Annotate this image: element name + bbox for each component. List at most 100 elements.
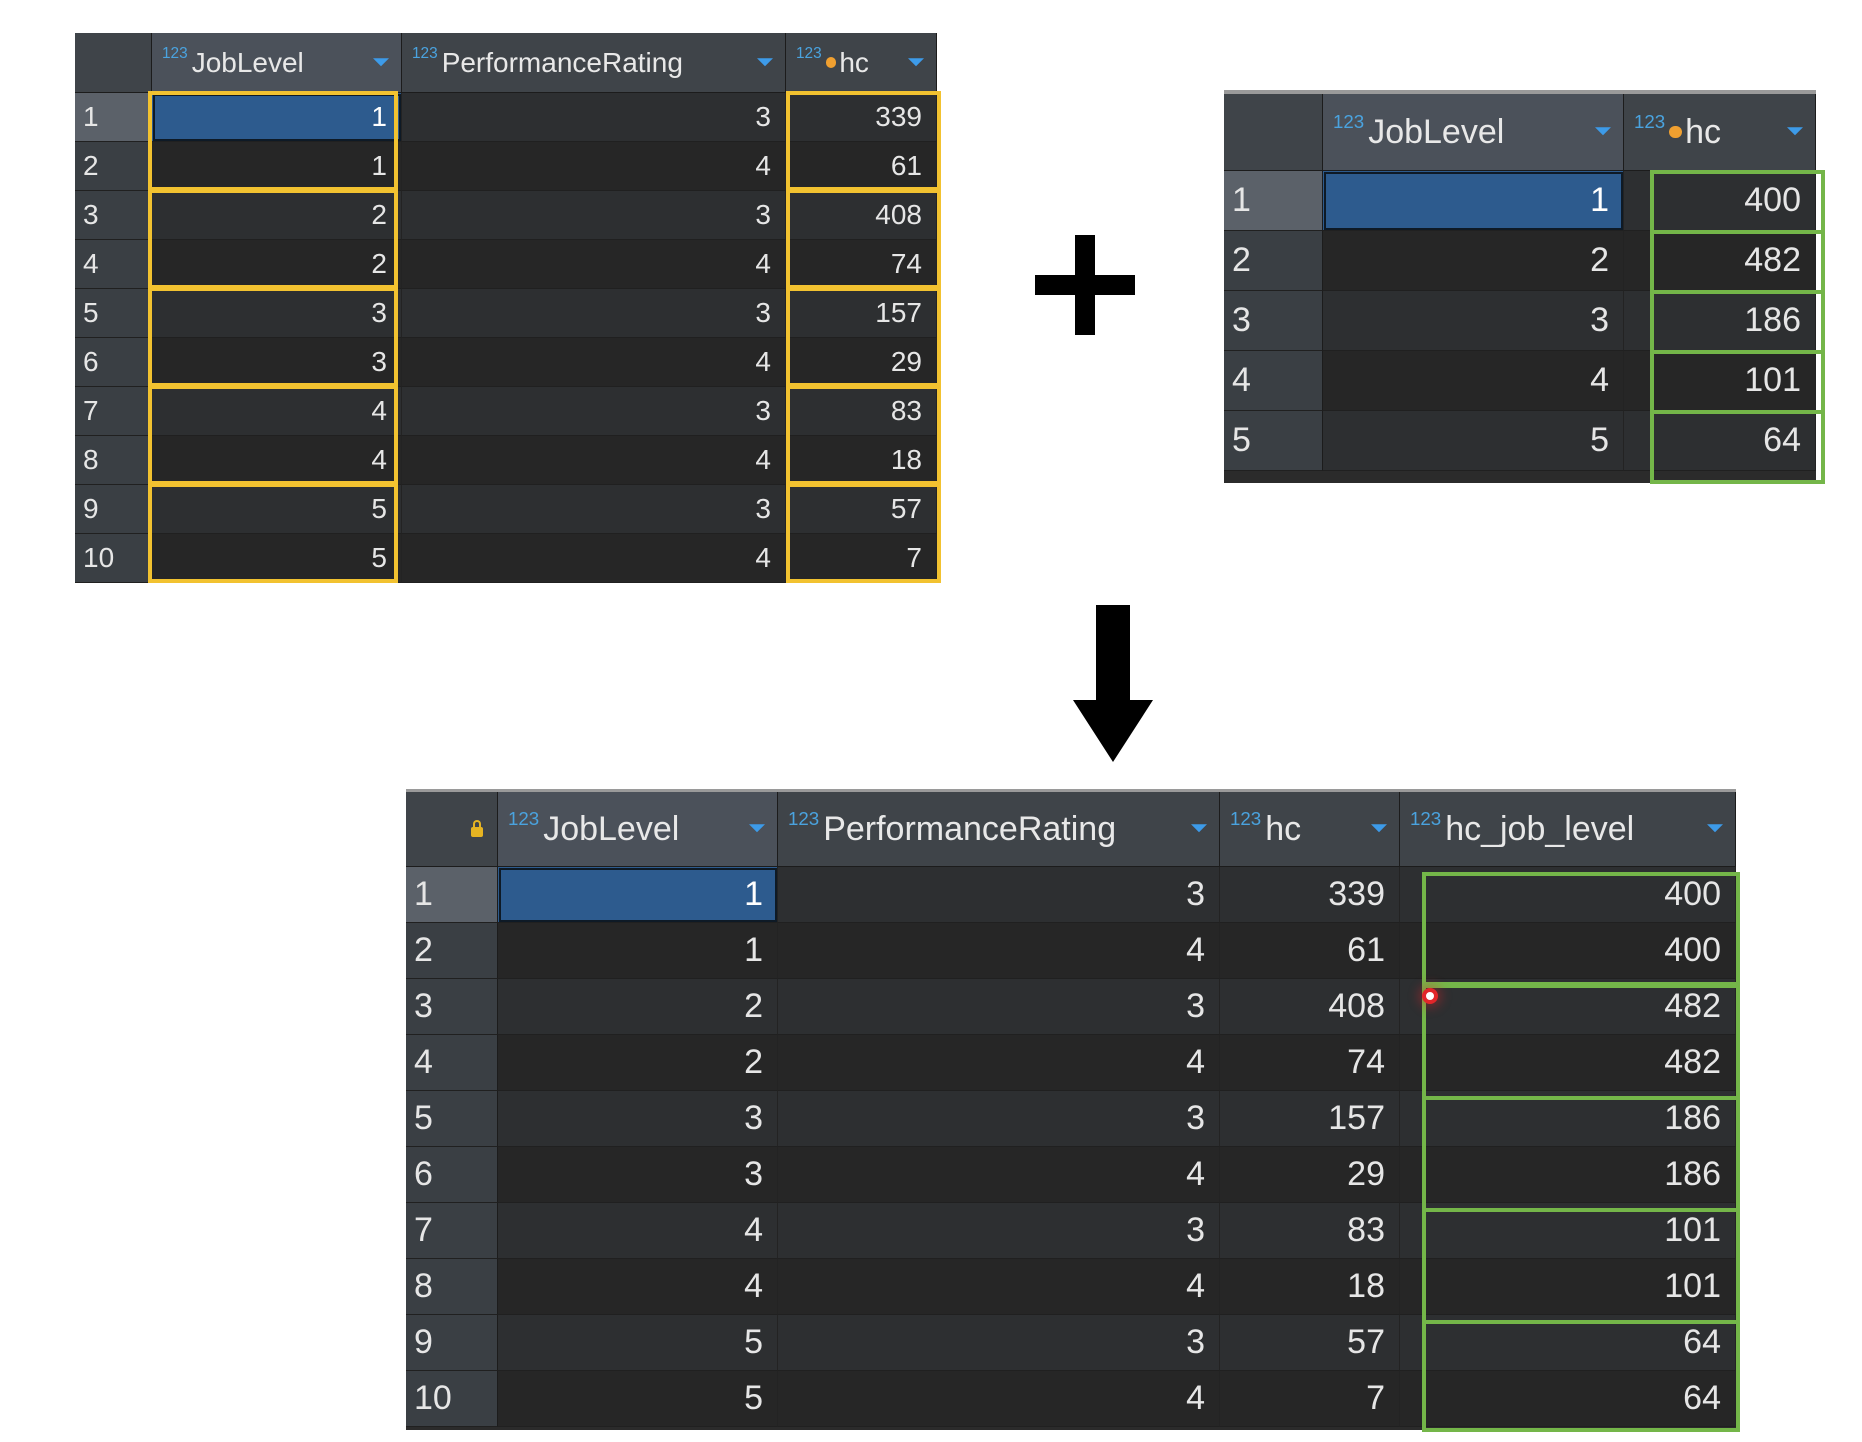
table-cell-performance-rating[interactable]: 4 [402,338,786,387]
row-number[interactable]: 6 [75,338,152,387]
chevron-down-icon[interactable] [749,824,765,833]
table-cell-hc[interactable]: 101 [1624,351,1816,411]
table-cell-hc[interactable]: 61 [1220,923,1400,979]
column-header-hc-job-level[interactable]: 123 hc_job_level [1400,792,1736,867]
row-number[interactable]: 5 [1224,411,1323,471]
row-number[interactable]: 3 [75,191,152,240]
row-number[interactable]: 8 [75,436,152,485]
column-header-joblevel[interactable]: 123 JobLevel [1323,94,1624,171]
table-cell-job-level[interactable]: 1 [498,867,778,923]
table-cell-hc[interactable]: 7 [786,534,937,583]
table-cell-job-level[interactable]: 5 [1323,411,1624,471]
table-cell-performance-rating[interactable]: 3 [402,289,786,338]
table-cell-performance-rating[interactable]: 4 [402,240,786,289]
table-cell-performance-rating[interactable]: 3 [402,191,786,240]
table-cell-hc-job-level[interactable]: 186 [1400,1147,1736,1203]
column-header-joblevel[interactable]: 123 JobLevel [498,792,778,867]
table-cell-hc[interactable]: 64 [1624,411,1816,471]
column-header-hc[interactable]: 123 hc [1624,94,1816,171]
row-number[interactable]: 2 [75,142,152,191]
column-header-hc[interactable]: 123 hc [1220,792,1400,867]
table-cell-hc[interactable]: 57 [1220,1315,1400,1371]
row-number[interactable]: 2 [1224,231,1323,291]
table-cell-hc[interactable]: 157 [786,289,937,338]
row-number[interactable]: 5 [406,1091,498,1147]
row-number[interactable]: 9 [406,1315,498,1371]
table-cell-hc-job-level[interactable]: 64 [1400,1315,1736,1371]
table-cell-hc-job-level[interactable]: 101 [1400,1259,1736,1315]
table-cell-hc-job-level[interactable]: 101 [1400,1203,1736,1259]
table-cell-job-level[interactable]: 4 [498,1259,778,1315]
table-cell-job-level[interactable]: 1 [498,923,778,979]
table-cell-performance-rating[interactable]: 4 [778,1371,1220,1427]
table-cell-job-level[interactable]: 2 [498,1035,778,1091]
chevron-down-icon[interactable] [1787,127,1803,136]
table-cell-job-level[interactable]: 1 [152,142,402,191]
table-cell-performance-rating[interactable]: 4 [402,142,786,191]
table-cell-performance-rating[interactable]: 3 [778,1315,1220,1371]
row-number[interactable]: 4 [406,1035,498,1091]
table-cell-hc[interactable]: 157 [1220,1091,1400,1147]
table-cell-hc[interactable]: 339 [1220,867,1400,923]
row-number[interactable]: 1 [1224,171,1323,231]
table-cell-hc[interactable]: 408 [1220,979,1400,1035]
table-cell-hc-job-level[interactable]: 64 [1400,1371,1736,1427]
table-cell-performance-rating[interactable]: 4 [778,923,1220,979]
table-cell-hc-job-level[interactable]: 482 [1400,979,1736,1035]
row-number[interactable]: 1 [406,867,498,923]
table-cell-hc-job-level[interactable]: 400 [1400,867,1736,923]
table-cell-job-level[interactable]: 4 [152,387,402,436]
table-cell-job-level[interactable]: 4 [152,436,402,485]
table-cell-hc[interactable]: 29 [786,338,937,387]
table-cell-job-level[interactable]: 1 [1323,171,1624,231]
table-cell-hc[interactable]: 83 [786,387,937,436]
table-cell-hc[interactable]: 186 [1624,291,1816,351]
chevron-down-icon[interactable] [908,57,924,66]
table-cell-job-level[interactable]: 2 [498,979,778,1035]
table-cell-job-level[interactable]: 1 [152,93,402,142]
table-cell-performance-rating[interactable]: 3 [778,1091,1220,1147]
row-number[interactable]: 2 [406,923,498,979]
table-cell-hc[interactable]: 7 [1220,1371,1400,1427]
table-cell-job-level[interactable]: 4 [498,1203,778,1259]
row-number[interactable]: 5 [75,289,152,338]
row-number[interactable]: 6 [406,1147,498,1203]
table-cell-job-level[interactable]: 3 [1323,291,1624,351]
table-cell-job-level[interactable]: 2 [1323,231,1624,291]
table-cell-hc-job-level[interactable]: 400 [1400,923,1736,979]
row-number[interactable]: 4 [75,240,152,289]
table-cell-hc[interactable]: 57 [786,485,937,534]
column-header-performancerating[interactable]: 123 PerformanceRating [402,33,786,93]
table-cell-hc[interactable]: 339 [786,93,937,142]
row-number[interactable]: 10 [75,534,152,583]
table-cell-job-level[interactable]: 3 [498,1091,778,1147]
chevron-down-icon[interactable] [1371,824,1387,833]
row-number[interactable]: 3 [1224,291,1323,351]
table-cell-job-level[interactable]: 3 [498,1147,778,1203]
table-cell-performance-rating[interactable]: 3 [778,1203,1220,1259]
table-cell-hc[interactable]: 83 [1220,1203,1400,1259]
table-cell-performance-rating[interactable]: 3 [778,867,1220,923]
row-number[interactable]: 9 [75,485,152,534]
chevron-down-icon[interactable] [757,57,773,66]
column-header-performancerating[interactable]: 123 PerformanceRating [778,792,1220,867]
table-cell-performance-rating[interactable]: 3 [778,979,1220,1035]
row-number[interactable]: 4 [1224,351,1323,411]
row-number[interactable]: 1 [75,93,152,142]
chevron-down-icon[interactable] [373,57,389,66]
table-cell-job-level[interactable]: 3 [152,289,402,338]
table-cell-performance-rating[interactable]: 3 [402,387,786,436]
table-cell-hc-job-level[interactable]: 186 [1400,1091,1736,1147]
table-cell-hc[interactable]: 482 [1624,231,1816,291]
table-cell-performance-rating[interactable]: 4 [778,1035,1220,1091]
table-cell-hc[interactable]: 408 [786,191,937,240]
table-cell-hc[interactable]: 400 [1624,171,1816,231]
table-cell-hc[interactable]: 74 [1220,1035,1400,1091]
table-cell-performance-rating[interactable]: 3 [402,485,786,534]
table-cell-hc-job-level[interactable]: 482 [1400,1035,1736,1091]
lock-icon[interactable] [471,820,483,837]
table-cell-job-level[interactable]: 5 [498,1371,778,1427]
table-cell-performance-rating[interactable]: 4 [402,534,786,583]
table-cell-job-level[interactable]: 2 [152,240,402,289]
column-header-hc[interactable]: 123 hc [786,33,937,93]
